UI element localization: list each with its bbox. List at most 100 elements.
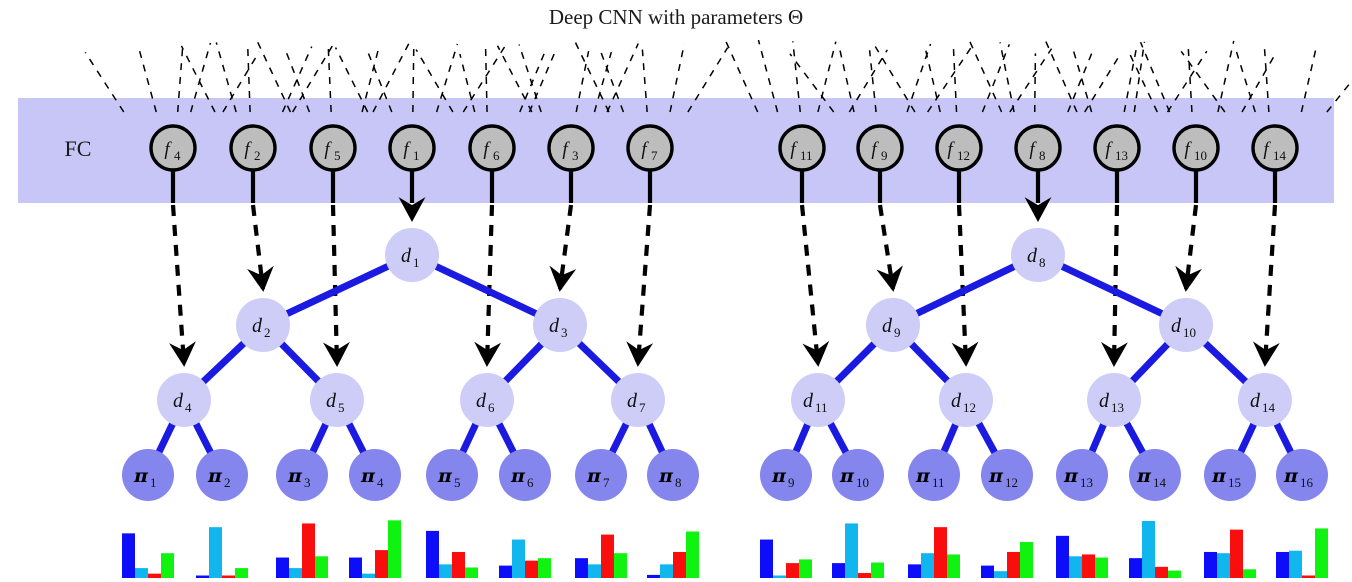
histogram-bar: [161, 553, 174, 578]
cnn-feature-line: [981, 44, 1011, 113]
dashed-arrow-f11-to-d11: [799, 204, 830, 367]
decision-node-subscript: 12: [963, 400, 976, 415]
fc-node-subscript: 11: [800, 148, 813, 163]
decision-node-circle: [236, 298, 290, 352]
leaf-node-subscript: 9: [788, 475, 795, 490]
leaf-node-subscript: 15: [1228, 475, 1241, 490]
histogram-bar: [426, 530, 439, 578]
cnn-feature-line: [1300, 45, 1318, 113]
tree-edge-d12-p11: [940, 422, 960, 454]
histogram-bar: [538, 558, 551, 578]
fc-node-label: f: [641, 139, 649, 160]
decision-node-label: d: [1250, 390, 1261, 412]
leaf-node-subscript: 14: [1153, 475, 1167, 490]
histogram-16: [1276, 528, 1328, 578]
histogram-bar: [1082, 554, 1095, 578]
leaf-node-label: π: [1063, 465, 1079, 487]
cnn-feature-line: [412, 46, 415, 113]
fc-node-label: f: [790, 139, 798, 160]
leaf-node-subscript: 12: [1005, 475, 1018, 490]
fc-node-subscript: 12: [957, 148, 970, 163]
histogram-8: [647, 531, 699, 578]
leaf-node-label: π: [1283, 465, 1299, 487]
decision-node-label: d: [326, 390, 337, 412]
fc-node-circle: [935, 124, 983, 172]
decision-node-circle: [310, 373, 364, 427]
cnn-feature-line: [789, 53, 835, 113]
histogram-bar: [858, 573, 871, 578]
cnn-feature-line: [952, 46, 958, 113]
dashed-arrow-f6-to-d6: [474, 204, 502, 367]
cnn-feature-line: [1241, 52, 1277, 113]
cnn-feature-line: [999, 42, 1015, 113]
histogram-bar: [601, 534, 614, 578]
decision-node-circle: [866, 298, 920, 352]
fc-node-circle: [1014, 124, 1062, 172]
histogram-bar: [122, 533, 135, 578]
decision-node-subscript: 14: [1262, 400, 1276, 415]
cnn-feature-line: [415, 49, 454, 113]
histogram-bar: [845, 523, 858, 578]
tree-edge-d4-p1: [155, 421, 176, 454]
fc-node-label: f: [1029, 139, 1037, 160]
leaf-node-label: π: [586, 465, 602, 487]
cnn-feature-line: [435, 43, 459, 113]
cnn-feature-line: [84, 51, 125, 113]
cnn-feature-line: [606, 43, 639, 113]
histogram-bar: [1276, 551, 1289, 578]
leaf-node-label: π: [360, 465, 376, 487]
fc-node-circle: [547, 124, 595, 172]
decision-node-label: d: [401, 245, 412, 267]
tree-edge-d8-d9: [914, 263, 1017, 317]
cnn-feature-line: [593, 51, 613, 113]
cnn-feature-line: [868, 50, 877, 113]
tree-edge-d10-d13: [1129, 341, 1171, 384]
histogram-bar: [575, 558, 588, 578]
fc-node-label: f: [483, 139, 491, 160]
